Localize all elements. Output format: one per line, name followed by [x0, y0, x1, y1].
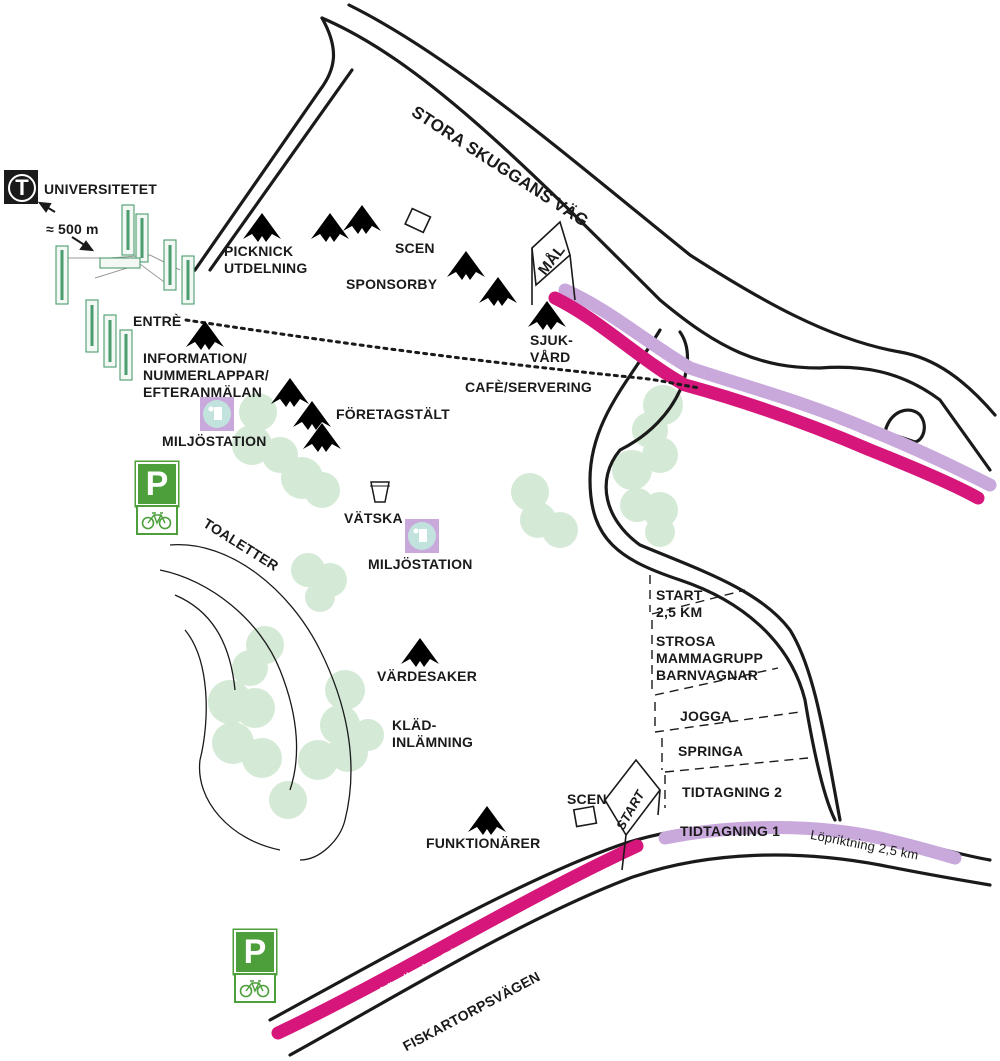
cafe-label: CAFÈ/SERVERING [465, 379, 593, 395]
environment-station-label: MILJÖSTATION [162, 433, 267, 449]
cup-icon [370, 481, 390, 503]
recycling-station-icon [200, 397, 234, 431]
valuables-label: VÄRDESAKER [377, 668, 478, 684]
company-tents-label: FÖRETAGSTÄLT [336, 406, 450, 422]
entrance-barriers [55, 204, 195, 381]
corral-springa: SPRINGA [678, 743, 744, 759]
timing-1-label: TIDTAGNING 1 [680, 823, 781, 839]
officials-label: FUNKTIONÄRER [426, 835, 541, 851]
stage-south-label: SCEN [567, 791, 607, 807]
environment-station-label: MILJÖSTATION [368, 556, 473, 572]
stage-icon [572, 805, 598, 828]
corral-jogga: JOGGA [680, 708, 732, 724]
medical-label: SJUK- VÅRD [530, 332, 574, 365]
park-paths [159, 544, 352, 861]
roads [193, 3, 997, 1057]
entrance-label: ENTRÈ [133, 313, 182, 329]
cloakroom-label: KLÄD- INLÄMNING [392, 717, 474, 750]
dotted-path [184, 318, 702, 390]
information-label: INFORMATION/ NUMMERLAPPAR/ EFTERANMÄLAN [143, 350, 270, 400]
timing-2-label: TIDTAGNING 2 [682, 784, 783, 800]
recycling-station-icon [405, 519, 439, 553]
corral-strosa: STROSA MAMMAGRUPP BARNVAGNAR [656, 633, 763, 683]
metro-distance-label: ≈ 500 m [46, 221, 99, 237]
route-lines [271, 283, 997, 1040]
parking-icon: P [136, 462, 178, 506]
sponsor-village-label: SPONSORBY [346, 276, 438, 292]
picnic-label: PICKNICK UTDELNING [224, 243, 308, 276]
bicycle-icon [136, 505, 178, 535]
metro-t-icon: T [4, 170, 38, 204]
metro-arrow [37, 201, 95, 252]
finish-flag-icon [531, 220, 576, 305]
tree-clusters [208, 385, 683, 819]
metro-station-label: UNIVERSITETET [44, 181, 158, 197]
water-label: VÄTSKA [344, 510, 403, 526]
start-corral-lines [649, 575, 809, 808]
parking-icon: P [234, 930, 276, 974]
stage-icon [404, 207, 432, 234]
stage-north-label: SCEN [395, 240, 435, 256]
corral-start-2-5km: START 2,5 KM [656, 587, 703, 620]
bicycle-icon [234, 973, 276, 1003]
start-flag-icon [604, 758, 662, 871]
